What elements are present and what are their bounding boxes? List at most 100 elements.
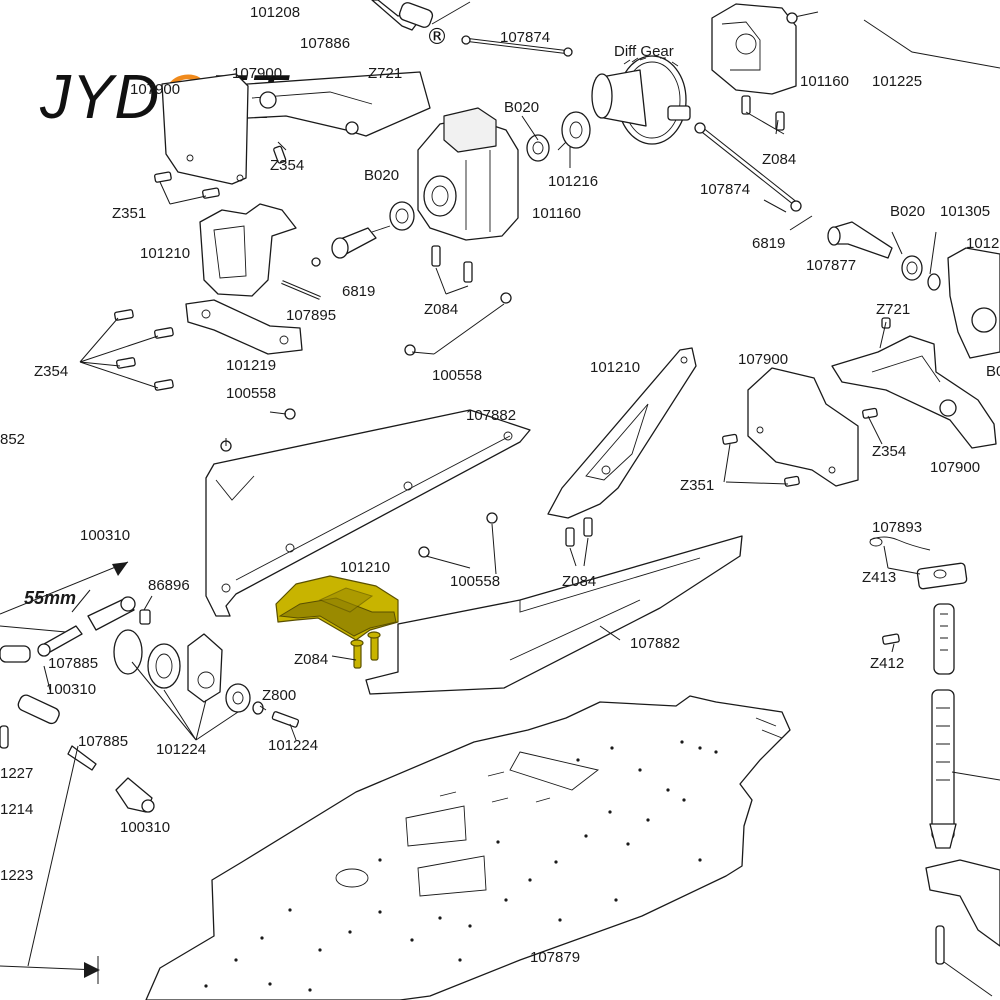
label-100310-b: 100310 xyxy=(46,681,96,698)
ring-101305 xyxy=(927,273,941,291)
bearing-b020-diff xyxy=(526,134,550,162)
label-101225: 101225 xyxy=(872,73,922,90)
pin-107895 xyxy=(281,280,321,300)
label-101210-l: 101210 xyxy=(140,245,190,262)
brand-logo-prefix: JYD xyxy=(39,63,160,132)
label-100558-m: 100558 xyxy=(450,573,500,590)
dimension-bottom-arrow xyxy=(0,745,100,984)
label-z800: Z800 xyxy=(262,687,296,704)
label-107893: 107893 xyxy=(872,519,922,536)
chassis-plate-107879 xyxy=(145,695,791,1000)
gearbox-101160-top-right xyxy=(711,3,819,95)
label-z412: Z412 xyxy=(870,655,904,672)
leader-lines xyxy=(43,19,1000,741)
label-z354-r: Z354 xyxy=(872,443,906,460)
label-101219: 101219 xyxy=(226,357,276,374)
label-z413: Z413 xyxy=(862,569,896,586)
label-z084-c: Z084 xyxy=(424,301,458,318)
label-1227: 1227 xyxy=(0,765,33,782)
body-clip-107893 xyxy=(869,536,931,551)
label-101224-a: 101224 xyxy=(156,741,206,758)
bracket-101219 xyxy=(185,299,303,355)
suspension-arm-107900-right xyxy=(831,335,997,449)
label-101224-b: 101224 xyxy=(268,737,318,754)
drive-shaft-top xyxy=(371,0,471,31)
rod-end-left xyxy=(0,645,60,749)
turnbuckle-100310-a xyxy=(0,596,136,633)
label-z354-l: Z354 xyxy=(34,363,68,380)
plate-107900-right xyxy=(747,367,859,487)
label-107900-r2: 107900 xyxy=(930,459,980,476)
side-guard-107882-lower xyxy=(365,535,743,695)
arm-bottom-right xyxy=(925,859,1000,997)
label-107874-top: 107874 xyxy=(500,29,550,46)
screws xyxy=(114,95,900,728)
brace-101210-middle xyxy=(547,347,697,519)
rod-end-100310-c xyxy=(115,777,155,813)
label-z084-m: Z084 xyxy=(562,573,596,590)
dimension-label: 55mm xyxy=(24,588,76,608)
label-z351-l: Z351 xyxy=(112,205,146,222)
label-z084-tr: Z084 xyxy=(762,151,796,168)
label-101216: 101216 xyxy=(548,173,598,190)
side-guard-107882-upper xyxy=(205,409,531,617)
part-labels: 101208 107886 107900 107900 Z721 107874 … xyxy=(0,4,1000,966)
label-z084-highlight: Z084 xyxy=(294,651,328,668)
label-b020-b: B020 xyxy=(364,167,399,184)
label-107886: 107886 xyxy=(300,35,350,52)
axle-107877 xyxy=(827,221,893,259)
cup-6819-left xyxy=(311,225,391,267)
bearing-b020-center xyxy=(389,201,415,231)
label-6819-r: 6819 xyxy=(752,235,785,252)
label-107895: 107895 xyxy=(286,307,336,324)
gearbox-101160-center xyxy=(417,107,519,241)
label-6819-l: 6819 xyxy=(342,283,375,300)
dimension-55mm: 55mm xyxy=(0,561,129,615)
label-101210-mid: 101210 xyxy=(590,359,640,376)
label-b020-c: B020 xyxy=(890,203,925,220)
label-107885-a: 107885 xyxy=(48,655,98,672)
label-101305: 101305 xyxy=(940,203,990,220)
label-86896: 86896 xyxy=(148,577,190,594)
label-100310-a: 100310 xyxy=(80,527,130,544)
label-b020-a: B020 xyxy=(504,99,539,116)
label-100310-c: 100310 xyxy=(120,819,170,836)
servo-saver-101224 xyxy=(113,629,251,713)
label-101208: 101208 xyxy=(250,4,300,21)
label-107874-mid: 107874 xyxy=(700,181,750,198)
label-107882-top: 107882 xyxy=(466,407,516,424)
label-107877: 107877 xyxy=(806,257,856,274)
label-107879: 107879 xyxy=(530,949,580,966)
label-101210-highlight: 101210 xyxy=(340,559,390,576)
registered-mark: ® xyxy=(426,25,448,50)
body-mount-post xyxy=(916,562,1000,849)
label-101160-c: 101160 xyxy=(532,205,581,222)
label-z351-r: Z351 xyxy=(680,477,714,494)
hub-carrier-101210-left xyxy=(199,203,297,297)
label-852: 852 xyxy=(0,431,25,448)
label-100558-l: 100558 xyxy=(226,385,276,402)
drive-shaft-107874-mid xyxy=(694,122,802,212)
ball-stud-107885-a xyxy=(37,625,83,657)
label-1214: 1214 xyxy=(0,801,33,818)
drive-shaft-107874-top xyxy=(461,35,573,57)
label-107900-tl: 107900 xyxy=(232,65,282,82)
label-1223: 1223 xyxy=(0,867,33,884)
label-diff-gear: Diff Gear xyxy=(614,43,674,60)
bearing-b020-right xyxy=(901,255,923,281)
hub-carrier-right xyxy=(947,247,1000,359)
label-100558-c: 100558 xyxy=(432,367,482,384)
highlighted-part-101210 xyxy=(275,575,399,669)
label-107882-bot: 107882 xyxy=(630,635,680,652)
label-107885-b: 107885 xyxy=(78,733,128,750)
pinion-101216 xyxy=(557,111,591,151)
label-b0-r: B0 xyxy=(986,363,1000,380)
label-101160-tr: 101160 xyxy=(800,73,849,90)
plate-107900-top-left xyxy=(161,73,249,185)
label-z721-tl: Z721 xyxy=(368,65,402,82)
ball-stud-107885-b xyxy=(67,745,97,771)
label-107900-r: 107900 xyxy=(738,351,788,368)
label-z721-r: Z721 xyxy=(876,301,910,318)
label-1012-r: 1012 xyxy=(966,235,999,252)
